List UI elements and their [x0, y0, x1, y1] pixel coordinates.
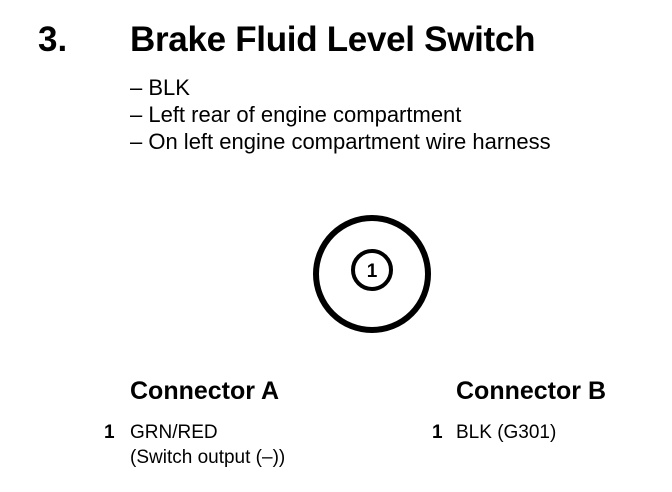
- connector-a-pin-description: (Switch output (–)): [130, 447, 286, 468]
- connector-a-pin-wire: GRN/RED: [130, 422, 218, 443]
- connector-b-heading: Connector B: [456, 377, 606, 405]
- connector-diagram: 1: [313, 215, 431, 333]
- section-title: Brake Fluid Level Switch: [130, 20, 536, 59]
- connector-b-pin-number: 1: [432, 422, 443, 443]
- pin-1-outline: [351, 249, 393, 291]
- component-notes: – BLK – Left rear of engine compartment …: [130, 74, 551, 155]
- note-harness: – On left engine compartment wire harnes…: [130, 129, 551, 154]
- pin-1-label: 1: [367, 261, 378, 282]
- section-number: 3.: [38, 20, 68, 59]
- connector-a-heading: Connector A: [130, 377, 280, 405]
- note-location: – Left rear of engine compartment: [130, 102, 462, 127]
- connector-b-pin-wire: BLK (G301): [456, 422, 557, 443]
- connector-a-pin-number: 1: [104, 422, 115, 443]
- connector-outline: [313, 215, 431, 333]
- note-color: – BLK: [130, 75, 190, 100]
